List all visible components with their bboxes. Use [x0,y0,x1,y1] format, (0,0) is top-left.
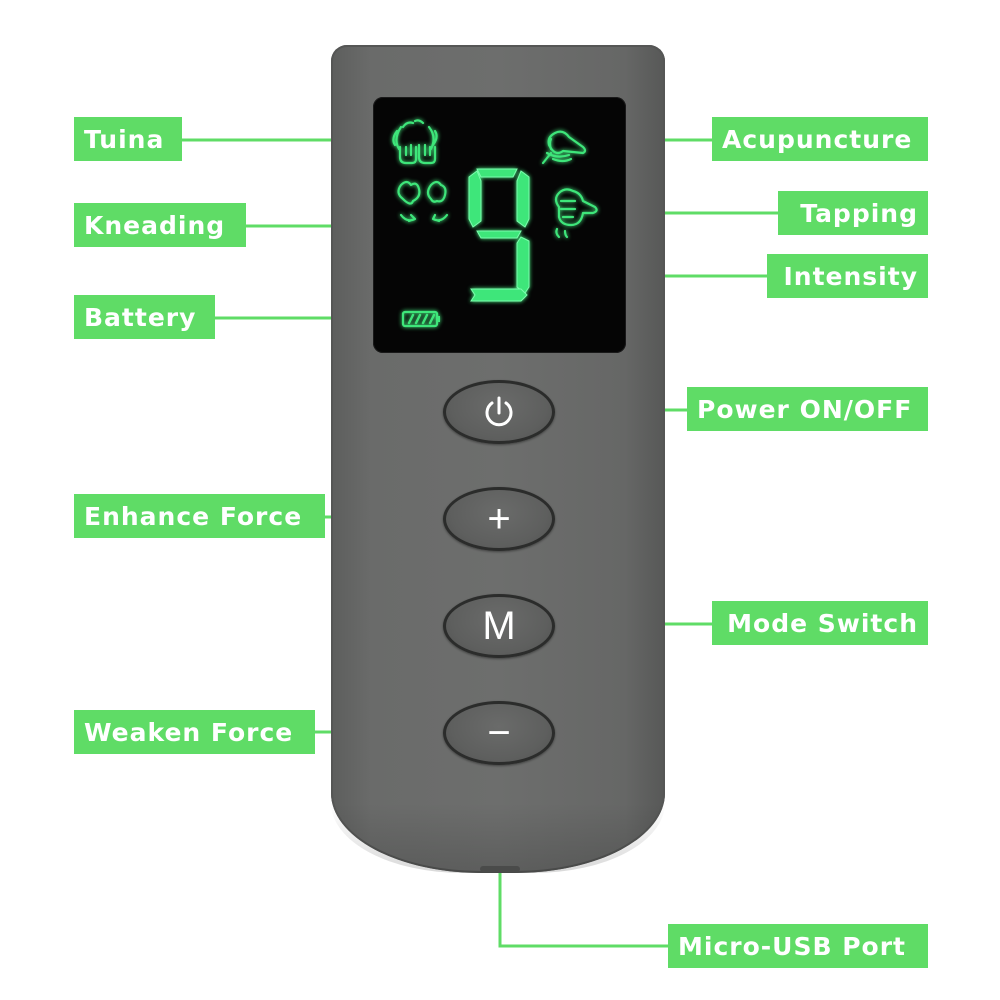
callout-tuina: Tuina [74,117,182,161]
callout-power: Power ON/OFF [687,387,928,431]
mode-label: M [482,604,516,648]
callout-mode-switch: Mode Switch [712,601,928,645]
battery-icon [401,310,440,328]
callout-intensity: Intensity [767,254,928,298]
micro-usb-port [480,866,520,872]
callout-acupuncture: Acupuncture [712,117,928,161]
callout-weaken-force: Weaken Force [74,710,315,754]
mode-switch-button[interactable]: M [443,594,555,658]
callout-micro-usb: Micro-USB Port [668,924,928,968]
power-icon [485,396,513,427]
minus-label: − [487,711,511,755]
led-display: 9 [273,0,626,353]
line-usb [498,872,668,948]
acupuncture-icon [541,130,587,165]
enhance-force-button[interactable]: + [443,487,555,551]
plus-label: + [487,497,511,541]
tapping-icon [554,188,598,239]
callout-battery: Battery [74,295,215,339]
intensity-digit [468,168,530,302]
tuina-icon [392,119,438,165]
callout-tapping: Tapping [778,191,928,235]
callout-kneading: Kneading [74,203,246,247]
kneading-icon [397,180,449,223]
callout-enhance-force: Enhance Force [74,494,325,538]
weaken-force-button[interactable]: − [443,701,555,765]
power-button[interactable] [443,380,555,444]
